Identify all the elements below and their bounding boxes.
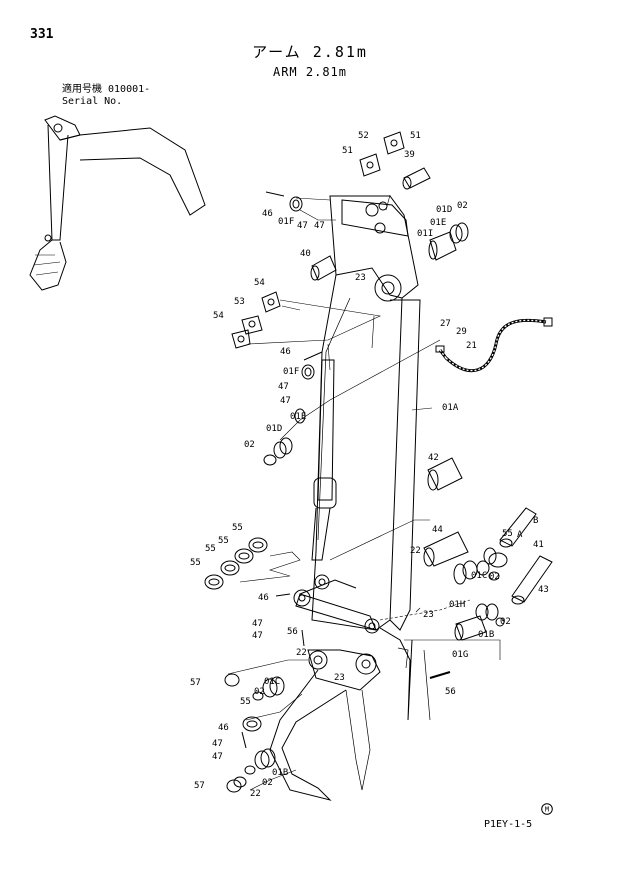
callout-label-47d: 47 (280, 396, 291, 406)
callout-label-41: 41 (533, 540, 544, 550)
callout-label-54b: 54 (213, 311, 224, 321)
callout-label-22c: 22 (250, 789, 261, 799)
callout-label-23b: 23 (423, 610, 434, 620)
callout-label-55c: 55 (205, 544, 216, 554)
callout-label-02f: 02 (262, 778, 273, 788)
motor-mark-icon: M (541, 803, 553, 815)
callout-label-02e: 02 (254, 687, 265, 697)
callout-label-01B: 01B (478, 630, 494, 640)
callout-label-56a: 56 (287, 627, 298, 637)
page-title-english: ARM 2.81m (272, 65, 348, 79)
callout-label-46a: 46 (262, 209, 273, 219)
hydraulic-hose (435, 317, 553, 373)
callout-label-A: A (517, 530, 523, 540)
pins-and-bushings (204, 131, 553, 793)
motor-mark-letter: M (545, 806, 549, 814)
callout-label-01Cb: 01C (264, 677, 280, 687)
callout-label-47a: 47 (297, 221, 308, 231)
callout-label-55d: 55 (190, 558, 201, 568)
callout-label-01H: 01H (449, 600, 465, 610)
callout-label-55f: 55 (240, 697, 251, 707)
leader-lines (227, 194, 501, 791)
serial-label-english: Serial No. (62, 96, 123, 107)
callout-label-01I: 01I (417, 229, 433, 239)
callout-label-01G: 01G (452, 650, 468, 660)
callout-label-46b: 46 (280, 347, 291, 357)
callout-label-01Ea: 01E (430, 218, 446, 228)
callout-label-52: 52 (358, 131, 369, 141)
callout-label-02b: 02 (244, 440, 255, 450)
page-title-japanese: アーム 2.81m (252, 43, 368, 61)
callout-label-02c: 02 (489, 572, 500, 582)
page-number: 331 (30, 27, 54, 42)
callout-label-57a: 57 (190, 678, 201, 688)
callout-label-29: 29 (456, 327, 467, 337)
callout-label-51b: 51 (410, 131, 421, 141)
callout-label-22b: 22 (296, 648, 307, 658)
callout-label-23a: 23 (355, 273, 366, 283)
callout-label-01D: 01D (436, 205, 452, 215)
callout-label-53: 53 (234, 297, 245, 307)
callout-label-42: 42 (428, 453, 439, 463)
callout-label-01Fa: 01F (278, 217, 294, 227)
callout-label-43: 43 (538, 585, 549, 595)
callout-label-47c: 47 (278, 382, 289, 392)
diagram-code: P1EY-1-5 (484, 819, 533, 830)
callout-label-01A: 01A (442, 403, 459, 413)
callout-label-39: 39 (404, 150, 415, 160)
callout-label-01Fb: 01F (283, 367, 299, 377)
callout-label-01Db: 01D (266, 424, 282, 434)
callout-label-01Bb: 01B (272, 768, 288, 778)
callout-label-56b: 56 (445, 687, 456, 697)
callout-label-02d: 02 (500, 617, 511, 627)
callout-label-54a: 54 (254, 278, 265, 288)
callout-label-47b: 47 (314, 221, 325, 231)
callout-label-57b: 57 (194, 781, 205, 791)
callout-label-01Eb: 01E (290, 412, 306, 422)
callout-label-21: 21 (466, 341, 477, 351)
callout-label-01Ca: 01C (471, 571, 487, 581)
callout-label-27: 27 (440, 319, 451, 329)
callout-label-02a: 02 (457, 201, 468, 211)
callout-label-44: 44 (432, 525, 443, 535)
arm-body (269, 195, 431, 801)
callout-label-47g: 47 (212, 739, 223, 749)
callout-label-46c: 46 (258, 593, 269, 603)
callout-label-23c: 23 (334, 673, 345, 683)
callout-label-47f: 47 (252, 631, 263, 641)
callout-label-40: 40 (300, 249, 311, 259)
excavator-thumbnail-icon (29, 115, 206, 291)
callout-label-55b: 55 (218, 536, 229, 546)
callout-label-46d: 46 (218, 723, 229, 733)
callout-label-55a: 55 (232, 523, 243, 533)
callout-label-22a: 22 (410, 546, 421, 556)
callout-label-47e: 47 (252, 619, 263, 629)
serial-label-japanese: 適用号機 010001- (62, 84, 151, 95)
callout-label-51a: 51 (342, 146, 353, 156)
callout-label-55e: 55 (502, 529, 513, 539)
callout-label-B: B (533, 516, 538, 526)
callout-label-47h: 47 (212, 752, 223, 762)
